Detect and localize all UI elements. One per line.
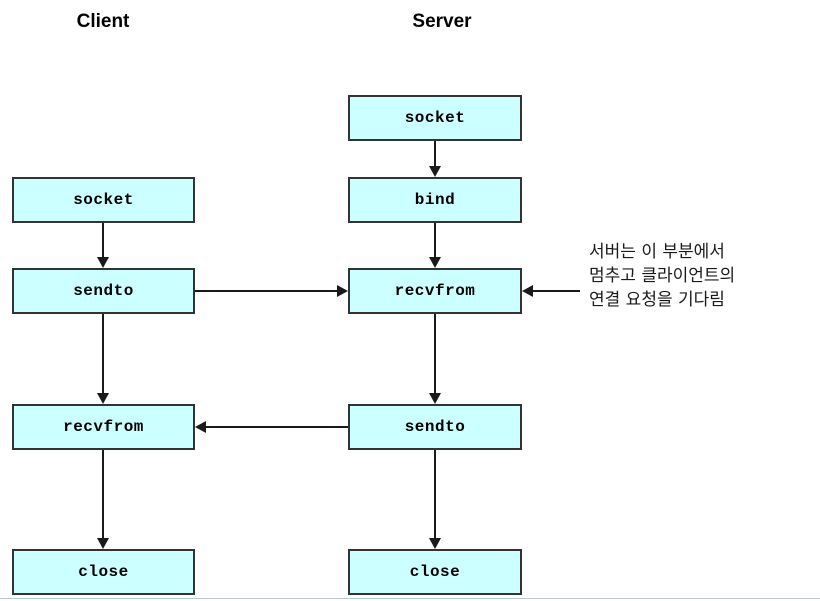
arrowhead-client-sendto-to-server-recvfrom xyxy=(337,285,348,297)
arrowhead-annotation-to-server-recvfrom xyxy=(522,285,533,297)
connector-client-socket-to-sendto xyxy=(102,223,104,257)
arrowhead-server-bind-to-recvfrom xyxy=(429,257,441,268)
connector-server-recvfrom-to-sendto xyxy=(434,314,436,393)
arrowhead-client-socket-to-sendto xyxy=(97,257,109,268)
annotation-line-3: 연결 요청을 기다림 xyxy=(589,290,725,310)
connector-client-recvfrom-to-close xyxy=(102,450,104,538)
column-title-client: Client xyxy=(76,11,130,32)
column-title-server: Server xyxy=(412,11,472,32)
node-client-socket[interactable]: socket xyxy=(12,177,195,223)
node-server-recvfrom[interactable]: recvfrom xyxy=(348,268,522,314)
arrowhead-server-sendto-to-close xyxy=(429,538,441,549)
node-server-socket[interactable]: socket xyxy=(348,95,522,141)
page-bottom-rule xyxy=(0,598,820,599)
connector-annotation-to-server-recvfrom xyxy=(533,290,580,292)
node-client-sendto[interactable]: sendto xyxy=(12,268,195,314)
annotation-line-1: 서버는 이 부분에서 xyxy=(589,242,725,262)
arrowhead-client-sendto-to-recvfrom xyxy=(97,393,109,404)
connector-server-sendto-to-close xyxy=(434,450,436,538)
arrowhead-server-sendto-to-client-recvfrom xyxy=(195,421,206,433)
connector-server-sendto-to-client-recvfrom xyxy=(206,426,348,428)
node-server-sendto[interactable]: sendto xyxy=(348,404,522,450)
arrowhead-client-recvfrom-to-close xyxy=(97,538,109,549)
annotation-server-blocking-note: 서버는 이 부분에서 멈추고 클라이언트의 연결 요청을 기다림 xyxy=(589,240,735,312)
node-server-close[interactable]: close xyxy=(348,549,522,595)
node-client-recvfrom[interactable]: recvfrom xyxy=(12,404,195,450)
arrowhead-server-recvfrom-to-sendto xyxy=(429,393,441,404)
node-server-bind[interactable]: bind xyxy=(348,177,522,223)
connector-client-sendto-to-recvfrom xyxy=(102,314,104,393)
connector-client-sendto-to-server-recvfrom xyxy=(195,290,337,292)
node-client-close[interactable]: close xyxy=(12,549,195,595)
connector-server-bind-to-recvfrom xyxy=(434,223,436,257)
arrowhead-server-socket-to-bind xyxy=(429,166,441,177)
connector-server-socket-to-bind xyxy=(434,141,436,166)
annotation-line-2: 멈추고 클라이언트의 xyxy=(589,266,736,286)
